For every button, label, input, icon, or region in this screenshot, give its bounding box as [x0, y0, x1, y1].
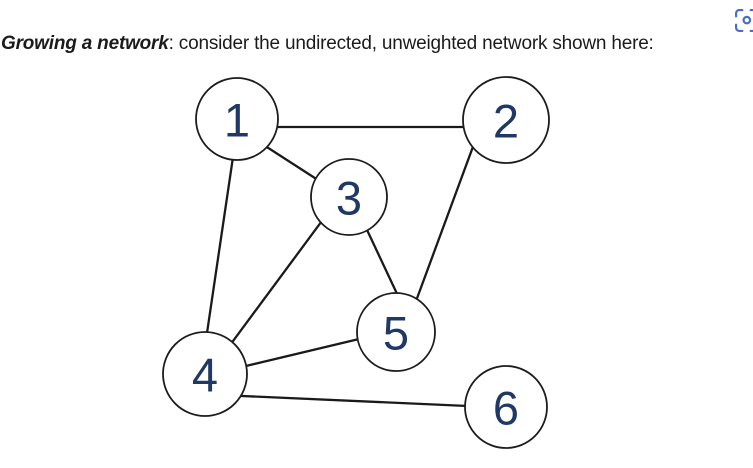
edge-4-6	[218, 393, 492, 409]
node-label-2: 2	[493, 95, 519, 148]
edge-2-5	[407, 123, 483, 322]
node-label-4: 4	[192, 349, 218, 402]
node-circle-2	[462, 76, 550, 164]
node-label-1: 1	[224, 94, 250, 147]
node-label-5: 5	[383, 307, 409, 360]
visual-search-icon-glyph	[734, 8, 753, 33]
node-circle-5	[356, 292, 436, 372]
edge-1-4	[201, 128, 239, 362]
edge-4-5	[223, 332, 382, 373]
heading-bold-italic: Growing a network	[1, 33, 169, 54]
heading: Growing a network: consider the undirect…	[1, 31, 741, 56]
node-label-6: 6	[493, 382, 519, 435]
node-circle-1	[195, 77, 279, 161]
node-circle-4	[162, 331, 248, 417]
node-label-3: 3	[336, 172, 362, 225]
node-circle-6	[464, 365, 548, 449]
visual-search-icon[interactable]	[734, 8, 753, 33]
node-circle-3	[310, 158, 388, 236]
heading-text: : consider the undirected, unweighted ne…	[168, 33, 654, 54]
edge-3-4	[217, 208, 332, 362]
